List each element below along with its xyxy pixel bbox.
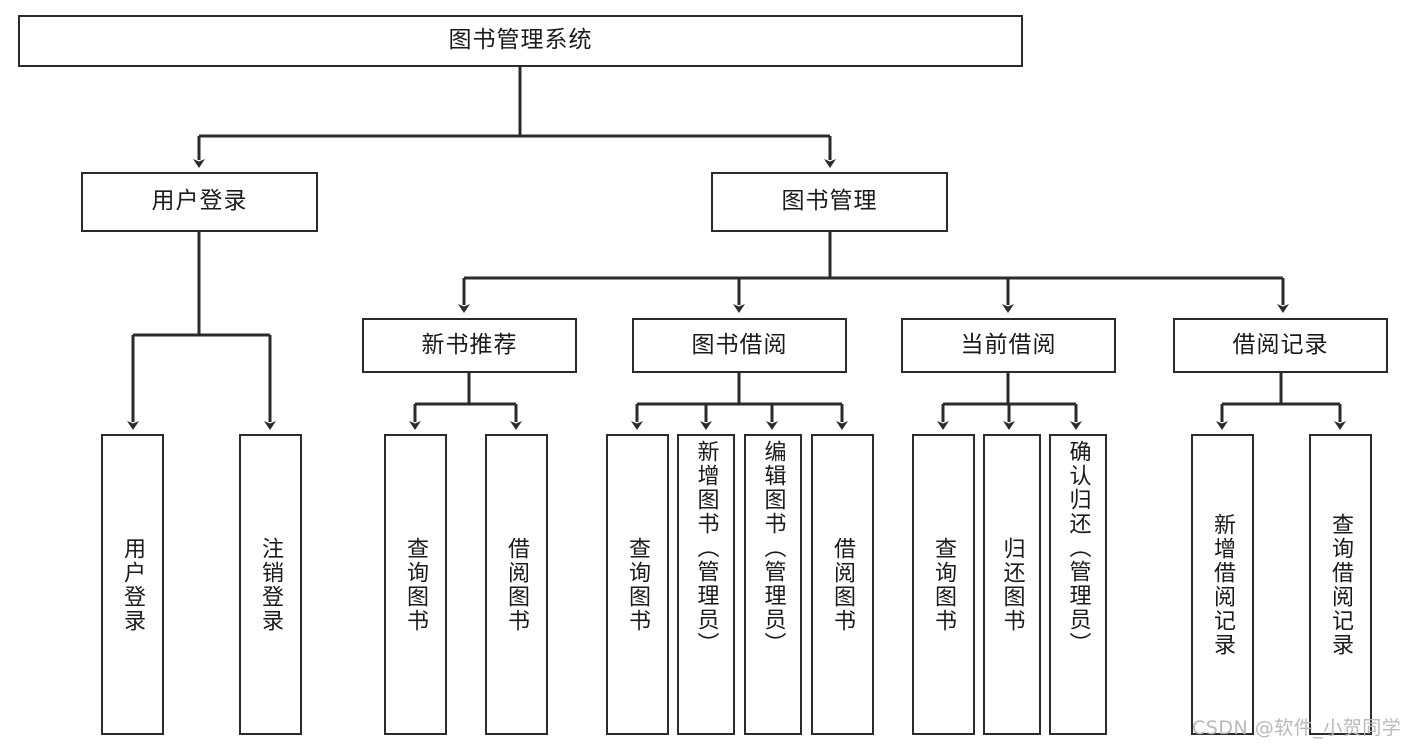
- node-book-borrow[interactable]: 图书借阅: [632, 318, 847, 373]
- node-leaf-query-book-2[interactable]: 查询图书: [606, 434, 669, 735]
- node-leaf-query-book-2-label: 查询图书: [625, 536, 651, 633]
- node-leaf-user-login[interactable]: 用户登录: [101, 434, 164, 735]
- node-leaf-edit-book-label: 编辑图书（管理员）: [760, 440, 786, 656]
- node-leaf-logout-label: 注销登录: [258, 536, 284, 633]
- node-current-borrow-label: 当前借阅: [960, 331, 1057, 358]
- node-root[interactable]: 图书管理系统: [18, 15, 1023, 67]
- node-user-login-label: 用户登录: [151, 188, 248, 215]
- node-leaf-confirm-return-label: 确认归还（管理员）: [1065, 440, 1091, 656]
- node-book-manage[interactable]: 图书管理: [711, 172, 948, 232]
- node-leaf-add-book-label: 新增图书（管理员）: [693, 440, 719, 656]
- node-leaf-query-book-3-label: 查询图书: [931, 536, 957, 633]
- node-leaf-add-record-label: 新增借阅记录: [1210, 512, 1236, 657]
- node-leaf-query-record-label: 查询借阅记录: [1328, 512, 1354, 657]
- node-leaf-borrow-book-1[interactable]: 借阅图书: [485, 434, 548, 735]
- node-leaf-return-book[interactable]: 归还图书: [983, 434, 1041, 735]
- node-root-label: 图书管理系统: [448, 27, 593, 54]
- csdn-watermark: CSDN @软件_小贺同学: [1192, 717, 1402, 739]
- node-current-borrow[interactable]: 当前借阅: [901, 318, 1116, 373]
- node-leaf-borrow-book-2[interactable]: 借阅图书: [811, 434, 874, 735]
- node-leaf-add-record[interactable]: 新增借阅记录: [1191, 434, 1254, 735]
- node-book-manage-label: 图书管理: [781, 188, 878, 215]
- node-leaf-query-book-1-label: 查询图书: [403, 536, 429, 633]
- node-leaf-query-book-3[interactable]: 查询图书: [912, 434, 975, 735]
- node-borrow-record-label: 借阅记录: [1232, 331, 1329, 358]
- node-book-borrow-label: 图书借阅: [691, 331, 788, 358]
- node-user-login[interactable]: 用户登录: [81, 172, 318, 232]
- node-leaf-logout[interactable]: 注销登录: [239, 434, 302, 735]
- node-leaf-query-record[interactable]: 查询借阅记录: [1309, 434, 1372, 735]
- node-borrow-record[interactable]: 借阅记录: [1173, 318, 1388, 373]
- node-leaf-query-book-1[interactable]: 查询图书: [384, 434, 447, 735]
- node-leaf-confirm-return[interactable]: 确认归还（管理员）: [1049, 434, 1107, 735]
- node-leaf-borrow-book-2-label: 借阅图书: [830, 536, 856, 633]
- node-leaf-add-book[interactable]: 新增图书（管理员）: [677, 434, 735, 735]
- node-leaf-edit-book[interactable]: 编辑图书（管理员）: [744, 434, 802, 735]
- node-new-book-recommend[interactable]: 新书推荐: [362, 318, 577, 373]
- node-leaf-user-login-label: 用户登录: [120, 536, 146, 633]
- node-leaf-borrow-book-1-label: 借阅图书: [504, 536, 530, 633]
- node-leaf-return-book-label: 归还图书: [999, 536, 1025, 633]
- node-new-book-recommend-label: 新书推荐: [421, 331, 518, 358]
